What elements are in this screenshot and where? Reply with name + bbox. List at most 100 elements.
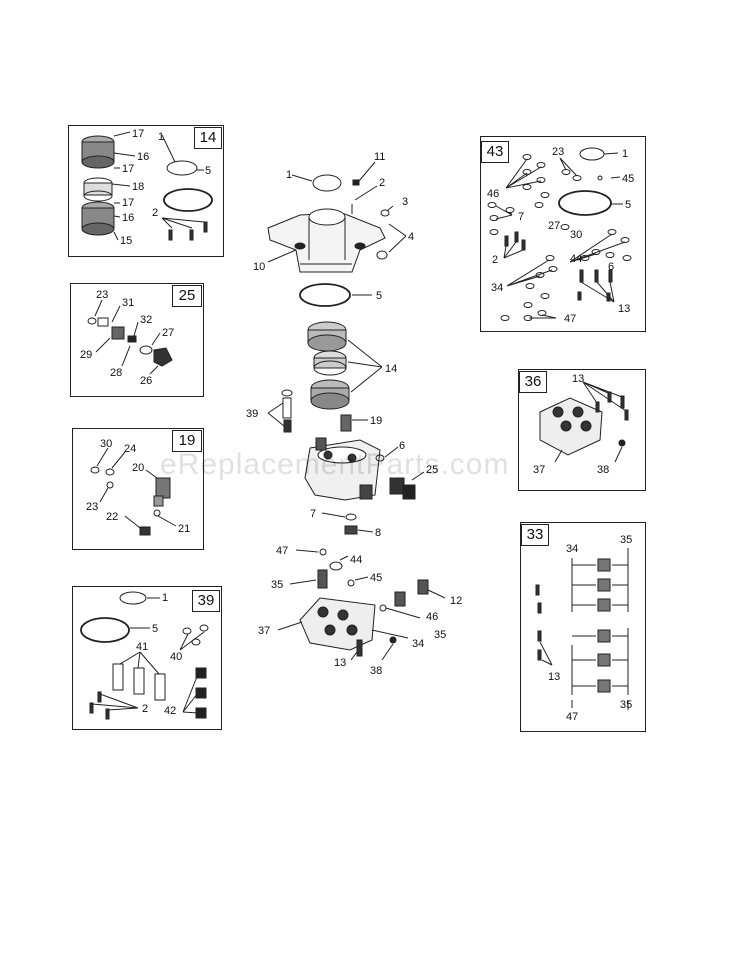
inset-tag-25: 25 <box>172 285 202 307</box>
inset-19-parts <box>90 447 177 536</box>
callout-19: 19 <box>370 415 382 427</box>
inset-43-label-34: 34 <box>491 282 503 294</box>
screw-part-13 <box>356 639 363 657</box>
inset-25-label-32: 32 <box>140 314 152 326</box>
inset-43-label-46: 46 <box>487 188 499 200</box>
inset-25-parts <box>87 299 173 375</box>
nut-part-4 <box>376 250 388 260</box>
part-7 <box>345 513 357 521</box>
packing-stack-part-14 <box>307 321 350 410</box>
inset-tag-43: 43 <box>481 141 509 163</box>
inset-14-parts <box>81 131 213 241</box>
callout-2: 2 <box>379 177 385 189</box>
plug-part-11 <box>352 179 360 186</box>
inset-19-label-24: 24 <box>124 443 136 455</box>
part-6 <box>375 454 385 462</box>
inset-25-label-27: 27 <box>162 327 174 339</box>
inset-box-33 <box>520 522 646 732</box>
callout-47: 47 <box>276 545 288 557</box>
inset-43-label-2: 2 <box>492 254 498 266</box>
washer-part-3 <box>380 209 390 217</box>
inset-tag-36: 36 <box>519 371 547 393</box>
inset-14-label-16a: 16 <box>137 151 149 163</box>
inset-33-parts <box>535 548 629 710</box>
part-38 <box>389 636 397 644</box>
oring-part-1 <box>312 174 342 192</box>
inset-14-label-17c: 17 <box>122 197 134 209</box>
callout-1: 1 <box>286 169 292 181</box>
inset-43-parts <box>487 147 632 321</box>
callout-11: 11 <box>374 151 385 163</box>
inset-tag-39: 39 <box>192 590 220 612</box>
inset-39-label-2: 2 <box>142 703 148 715</box>
callout-4: 4 <box>408 231 414 243</box>
inset-19-label-20: 20 <box>132 462 144 474</box>
inset-tag-33: 33 <box>521 524 549 546</box>
callout-25: 25 <box>426 464 438 476</box>
inset-43-label-6: 6 <box>608 261 614 273</box>
inset-33-label-47: 47 <box>566 711 578 723</box>
inset-43-label-47: 47 <box>564 313 576 325</box>
inset-25-label-31: 31 <box>122 297 134 309</box>
inset-14-label-1: 1 <box>158 131 164 143</box>
inset-43-label-13: 13 <box>618 303 630 315</box>
part-8 <box>344 525 358 535</box>
inset-14-label-17a: 17 <box>132 128 144 140</box>
inset-43-label-7: 7 <box>518 211 524 223</box>
spring-part-35 <box>317 569 328 589</box>
inset-43-label-27: 27 <box>548 220 560 232</box>
callout-10: 10 <box>253 261 265 273</box>
callout-35: 35 <box>271 579 283 591</box>
part-47 <box>319 548 327 556</box>
inset-39-label-40: 40 <box>170 651 182 663</box>
inset-14-label-15: 15 <box>120 235 132 247</box>
inset-33-label-35-lower: 35 <box>620 699 632 711</box>
inset-36-parts <box>539 381 629 463</box>
callout-13: 13 <box>334 657 346 669</box>
inset-43-label-1: 1 <box>622 148 628 160</box>
manifold-housing-part-10 <box>267 208 386 273</box>
callout-5: 5 <box>376 290 382 302</box>
inset-43-label-44: 44 <box>570 253 582 265</box>
valve-part-19 <box>340 414 352 432</box>
inset-36-label-13: 13 <box>572 373 584 385</box>
inset-43-label-45: 45 <box>622 173 634 185</box>
part-45 <box>347 579 355 587</box>
inset-19-label-21: 21 <box>178 523 190 535</box>
callout-6: 6 <box>399 440 405 452</box>
inset-25-label-28: 28 <box>110 367 122 379</box>
inset-36-label-37: 37 <box>533 464 545 476</box>
pump-head <box>304 437 416 501</box>
inset-43-label-30: 30 <box>570 229 582 241</box>
callout-8: 8 <box>375 527 381 539</box>
valve-body-part-37 <box>299 597 376 651</box>
callout-7: 7 <box>310 508 316 520</box>
part-46 <box>379 604 387 612</box>
spring-part-12 <box>394 579 429 607</box>
callout-46: 46 <box>426 611 438 623</box>
callout-3: 3 <box>402 196 408 208</box>
inset-14-label-5: 5 <box>205 165 211 177</box>
inset-33-label-35: 35 <box>620 534 632 546</box>
inset-19-label-23: 23 <box>86 501 98 513</box>
inset-tag-19: 19 <box>172 430 202 452</box>
inset-box-43 <box>480 136 646 332</box>
inset-39-label-1: 1 <box>162 592 168 604</box>
callout-34: 34 <box>412 638 424 650</box>
callout-39: 39 <box>246 408 258 420</box>
watermark-text: eReplacementParts.com <box>160 448 510 481</box>
inset-33-label-13: 13 <box>548 671 560 683</box>
inset-33-label-34: 34 <box>566 543 578 555</box>
inset-14-label-18: 18 <box>132 181 144 193</box>
callout-14: 14 <box>385 363 397 375</box>
oring-part-5 <box>299 283 351 307</box>
inset-14-label-16b: 16 <box>122 212 134 224</box>
inset-39-parts <box>80 591 209 720</box>
inset-19-label-30: 30 <box>100 438 112 450</box>
callout-38: 38 <box>370 665 382 677</box>
inset-19-label-22: 22 <box>106 511 118 523</box>
inset-tag-14: 14 <box>194 127 222 149</box>
inset-25-label-23: 23 <box>96 289 108 301</box>
